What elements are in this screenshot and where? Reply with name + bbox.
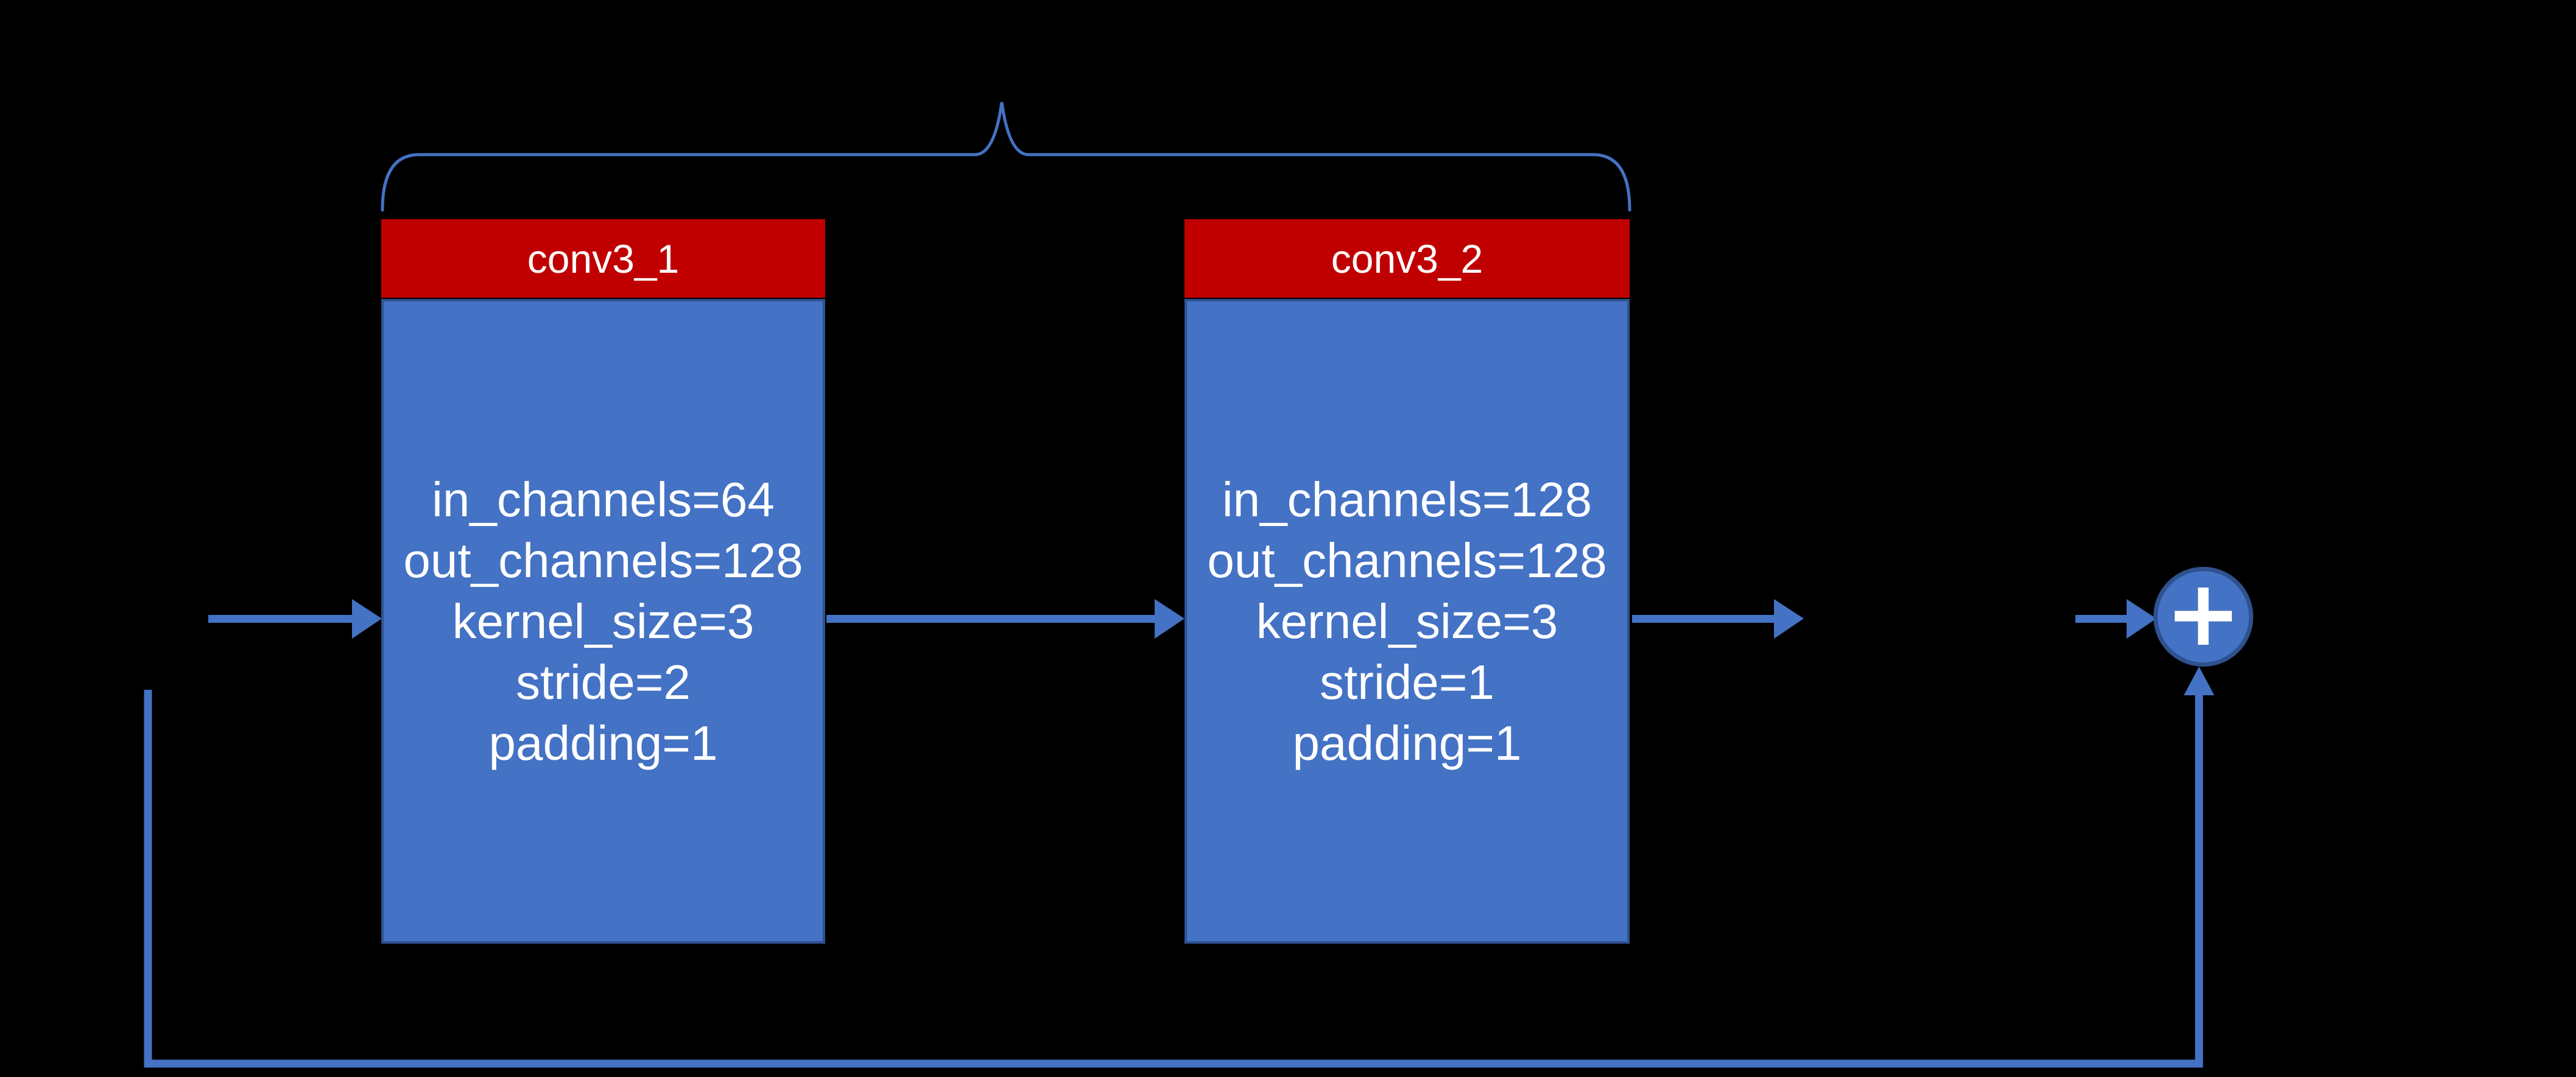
residual-brace	[381, 102, 1631, 212]
conv3_2-title: conv3_2	[1331, 236, 1483, 281]
conv3_2-param-out-channels: out_channels=128	[1207, 533, 1607, 588]
skip-connection-arrowhead	[2184, 667, 2214, 695]
conv3_1-param-out-channels: out_channels=128	[403, 533, 803, 588]
output-arrow	[1632, 599, 1804, 639]
conv3_2-param-kernel-size: kernel_size=3	[1256, 594, 1558, 648]
conv3_1-param-kernel-size: kernel_size=3	[452, 594, 755, 648]
conv3_1-param-padding: padding=1	[488, 715, 718, 770]
conv3_1-param-stride: stride=2	[516, 654, 691, 709]
conv3_2-header: conv3_2	[1184, 219, 1630, 298]
conv3_2-param-in-channels: in_channels=128	[1222, 472, 1592, 527]
conv3_1-body: in_channels=64 out_channels=128 kernel_s…	[381, 299, 825, 944]
conv3_2-body: in_channels=128 out_channels=128 kernel_…	[1184, 299, 1630, 944]
add-node: +	[2153, 567, 2253, 667]
conv3_2-param-padding: padding=1	[1292, 715, 1522, 770]
input-arrow	[208, 599, 382, 639]
skip-connection-line	[144, 690, 2203, 1068]
add-input-arrow	[2075, 599, 2156, 639]
conv3_1-title: conv3_1	[527, 236, 680, 281]
inter-block-arrow	[826, 599, 1184, 639]
conv3_2-param-stride: stride=1	[1320, 654, 1494, 709]
conv3_1-block: conv3_1 in_channels=64 out_channels=128 …	[381, 219, 825, 944]
plus-icon: +	[2165, 561, 2242, 667]
conv3_2-block: conv3_2 in_channels=128 out_channels=128…	[1184, 219, 1630, 944]
conv3_1-header: conv3_1	[381, 219, 825, 298]
conv3_1-param-in-channels: in_channels=64	[432, 472, 775, 527]
